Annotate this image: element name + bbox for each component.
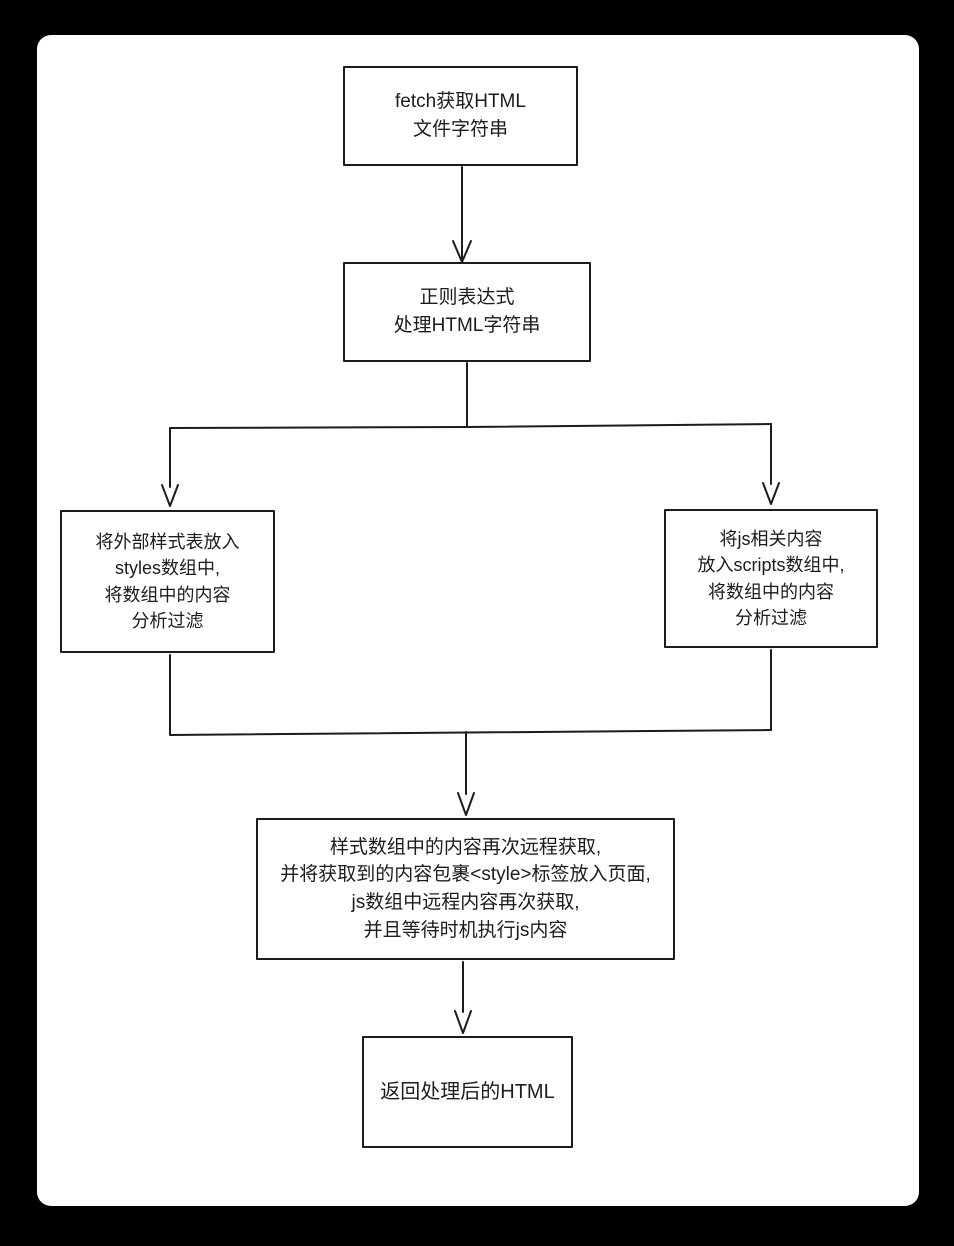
node-styles-array: 将外部样式表放入 styles数组中, 将数组中的内容 分析过滤 bbox=[60, 510, 275, 653]
node-remote-fetch-assemble: 样式数组中的内容再次远程获取, 并将获取到的内容包裹<style>标签放入页面,… bbox=[256, 818, 675, 960]
node-line: 将数组中的内容 bbox=[708, 581, 834, 602]
node-line: 分析过滤 bbox=[735, 607, 807, 628]
node-line: styles数组中, bbox=[114, 558, 220, 579]
node-line: fetch获取HTML bbox=[395, 91, 526, 113]
node-line: 文件字符串 bbox=[412, 119, 508, 140]
node-line: 将数组中的内容 bbox=[104, 584, 231, 605]
node-line: 放入scripts数组中, bbox=[697, 555, 845, 576]
node-line: 正则表达式 bbox=[419, 287, 515, 309]
node-line: js数组中远程内容再次获取, bbox=[351, 892, 580, 913]
node-line: 并且等待时机执行js内容 bbox=[363, 919, 568, 941]
node-line: 分析过滤 bbox=[131, 610, 204, 631]
node-regex-process: 正则表达式 处理HTML字符串 bbox=[343, 262, 591, 362]
node-line: 处理HTML字符串 bbox=[393, 315, 541, 336]
node-line: 将外部样式表放入 bbox=[95, 532, 240, 553]
node-line: 返回处理后的HTML bbox=[380, 1080, 555, 1103]
node-line: 将js相关内容 bbox=[719, 529, 823, 550]
node-line: 并将获取到的内容包裹<style>标签放入页面, bbox=[280, 864, 651, 886]
node-line: 样式数组中的内容再次远程获取, bbox=[329, 836, 602, 858]
node-scripts-array: 将js相关内容 放入scripts数组中, 将数组中的内容 分析过滤 bbox=[664, 509, 878, 648]
node-return-html: 返回处理后的HTML bbox=[362, 1036, 573, 1148]
node-fetch-html: fetch获取HTML 文件字符串 bbox=[343, 66, 578, 166]
